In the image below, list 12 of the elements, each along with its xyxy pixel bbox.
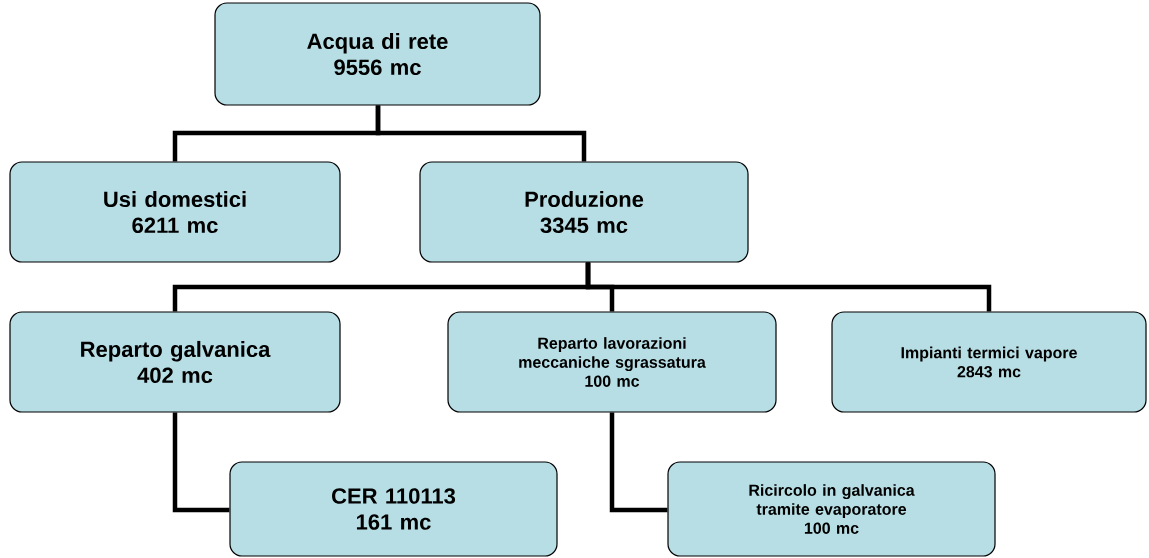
process-box: Impianti termici vapore 2843 mc — [831, 311, 1147, 413]
process-box: Acqua di rete 9556 mc — [214, 2, 541, 106]
connector-line — [375, 105, 587, 162]
process-box: Produzione 3345 mc — [419, 161, 749, 263]
process-box: Reparto lavorazioni meccaniche sgrassatura 100 mc — [447, 311, 777, 413]
connector-line — [585, 262, 992, 312]
connector-line — [609, 412, 668, 513]
process-box: CER 110113 161 mc — [229, 461, 558, 557]
process-box: Usi domestici 6211 mc — [9, 161, 341, 263]
connector-line — [172, 412, 230, 513]
process-box: Ricircolo in galvanica tramite evaporatore 100 mc — [667, 461, 996, 557]
process-box: Reparto galvanica 402 mc — [9, 311, 341, 413]
